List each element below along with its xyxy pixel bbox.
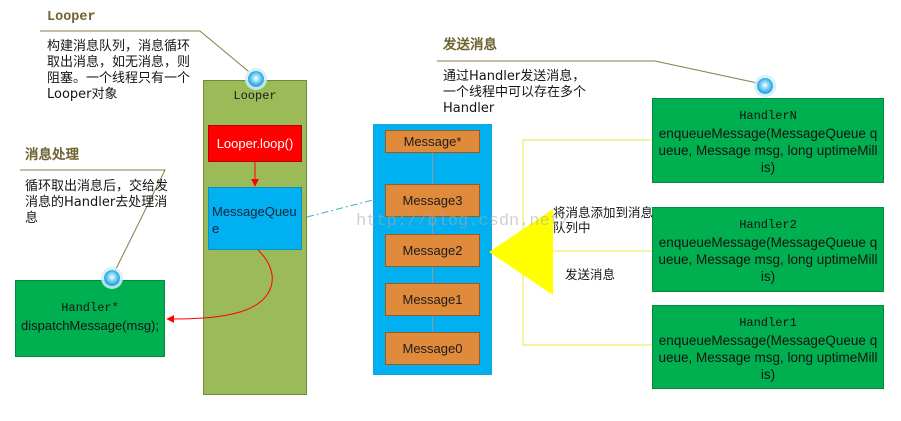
enqueue-arrow-label-line: 将消息添加到消息 (553, 205, 654, 220)
dispatch-callout-line-text: 消息的Handler去处理消 (25, 195, 168, 210)
looper-callout-line-text: 阻塞。一个线程只有一个 (47, 71, 191, 86)
dispatch-callout-title: 消息处理 (25, 149, 79, 164)
looper-callout-text: 构建消息队列，消息循环 取出消息，如无消息，则 阻塞。一个线程只有一个 Loop… (47, 39, 190, 103)
looper-box-label: Looper (233, 89, 277, 103)
dispatch-callout-line (20, 169, 166, 276)
handler-method-line: is) (760, 367, 776, 382)
looper-callout-line-text: 取出消息，如无消息，则 (47, 55, 191, 70)
handler-method-line: ueue, Message msg, long uptimeMill (658, 350, 878, 365)
handler-bus-line (522, 139, 652, 346)
handler-name: Handler2 (739, 218, 797, 232)
send-callout-line-text: Handler (443, 101, 495, 116)
message-queue-container: Message* Message3 Message2 Message1 Mess… (373, 124, 492, 375)
handler-method-line: enqueueMessage(MessageQueue q (658, 126, 878, 141)
message-box: Message3 (385, 184, 480, 217)
send-callout-text: 通过Handler发送消息， 一个线程中可以存在多个 Handler (443, 69, 586, 117)
send-callout-line-text: 通过Handler发送消息， (443, 69, 586, 84)
handler-method-line: is) (760, 269, 776, 284)
handler-name: HandlerN (739, 109, 797, 123)
dispatch-callout-line-text: 息 (25, 211, 39, 226)
looper-box: Looper Looper.loop() MessageQueu e (203, 80, 307, 395)
dispatch-handler-box: Handler* dispatchMessage(msg); (15, 280, 165, 357)
looper-callout-line-text: 构建消息队列，消息循环 (47, 39, 191, 54)
send-callout-line-text: 一个线程中可以存在多个 (443, 85, 587, 100)
dispatch-handler-name: Handler* (61, 301, 119, 315)
message-box: Message* (385, 130, 480, 153)
message-box: Message2 (385, 234, 480, 267)
dispatch-callout-line-text: 循环取出消息后，交给发 (25, 179, 169, 194)
handler-2-box: Handler2 enqueueMessage(MessageQueue q u… (652, 207, 884, 292)
dispatch-handler-method: dispatchMessage(msg); (21, 318, 159, 333)
send-callout-title: 发送消息 (443, 39, 497, 54)
message-box: Message0 (385, 332, 480, 365)
queue-link-dashed-line (306, 199, 374, 218)
message-queue-box: MessageQueu e (208, 187, 302, 250)
handler-method-line: is) (760, 160, 776, 175)
enqueue-arrow-label-line: 队列中 (553, 220, 591, 235)
message-queue-label-line: e (212, 221, 220, 236)
handler-1-box: Handler1 enqueueMessage(MessageQueue q u… (652, 305, 884, 389)
looper-callout-title: Looper (47, 10, 96, 25)
handler-method-line: ueue, Message msg, long uptimeMill (658, 252, 878, 267)
send-arrow-label: 发送消息 (565, 267, 616, 282)
looper-loop-box: Looper.loop() (208, 125, 302, 162)
message-box: Message1 (385, 283, 480, 316)
send-callout-line (437, 60, 763, 85)
dispatch-callout-text: 循环取出消息后，交给发 消息的Handler去处理消 息 (25, 179, 168, 227)
handler-method-line: enqueueMessage(MessageQueue q (658, 235, 878, 250)
looper-callout-line (40, 30, 255, 77)
handler-n-box: HandlerN enqueueMessage(MessageQueue q u… (652, 98, 884, 183)
handler-name: Handler1 (739, 316, 797, 330)
enqueue-arrow-label: 将消息添加到消息 队列中 (553, 205, 653, 235)
handler-method-line: ueue, Message msg, long uptimeMill (658, 143, 878, 158)
handler-method-line: enqueueMessage(MessageQueue q (658, 333, 878, 348)
looper-callout-line-text: Looper对象 (47, 87, 118, 102)
message-queue-label-line: MessageQueu (212, 204, 297, 219)
looper-loop-label: Looper.loop() (216, 136, 294, 151)
